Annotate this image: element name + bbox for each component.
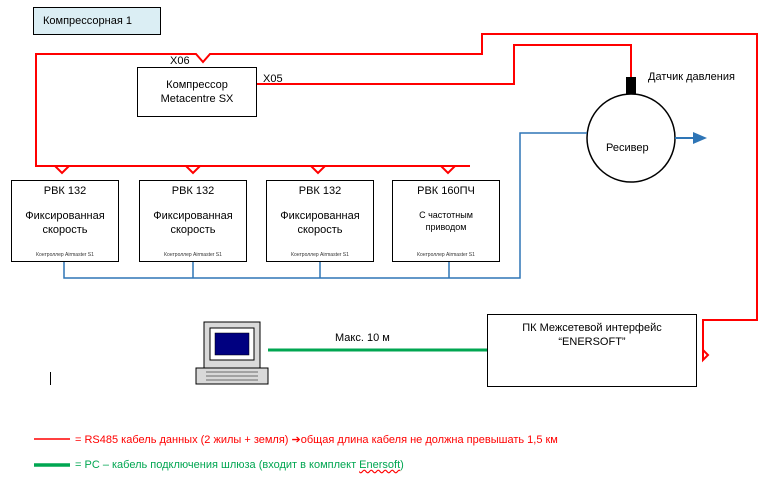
receiver-tank bbox=[586, 93, 676, 183]
compressor-controller-box: Компрессор Metacentre SX bbox=[137, 67, 257, 117]
unit-controller: Контроллер Airmaster S1 bbox=[291, 252, 349, 258]
legend-pc-text-b: Enersoft bbox=[359, 459, 401, 471]
unit-name: РВК 132 bbox=[43, 185, 87, 197]
compressor-line2: Metacentre SX bbox=[160, 93, 234, 105]
unit-controller: Контроллер Airmaster S1 bbox=[417, 252, 475, 258]
legend-rs485: = RS485 кабель данных (2 жилы + земля) ➔… bbox=[75, 433, 558, 446]
pressure-sensor bbox=[626, 77, 636, 95]
legend-rs485-text-a: = RS485 кабель данных (2 жилы + земля) bbox=[75, 434, 292, 446]
legend-rs485-text-b: общая длина кабеля не должна превышать 1… bbox=[300, 434, 558, 446]
pressure-sensor-label: Датчик давления bbox=[648, 71, 735, 83]
unit-name: РВК 132 bbox=[298, 185, 342, 197]
unit-controller: Контроллер Airmaster S1 bbox=[36, 252, 94, 258]
receiver-label: Ресивер bbox=[606, 142, 649, 154]
rs485-drop-3 bbox=[310, 165, 326, 175]
compressor-line1: Компрессор bbox=[166, 79, 228, 91]
port-x06-label: X06 bbox=[170, 55, 190, 67]
unit-name: РВК 160ПЧ bbox=[417, 185, 475, 197]
arrow-right-icon: ➔ bbox=[291, 434, 301, 446]
legend-pc-cable: = PC – кабель подключения шлюза (входит … bbox=[75, 459, 404, 471]
room-title: Компрессорная 1 bbox=[33, 7, 161, 35]
computer-icon bbox=[195, 321, 269, 385]
text-cursor bbox=[50, 372, 51, 385]
gateway-interface-box: ПК Межсетевой интерфейс “ENERSOFT” bbox=[487, 314, 697, 387]
unit-controller: Контроллер Airmaster S1 bbox=[164, 252, 222, 258]
gateway-line1: ПК Межсетевой интерфейс bbox=[522, 322, 662, 334]
rs485-cable-main bbox=[35, 33, 758, 363]
rs485-drop-2 bbox=[185, 165, 201, 175]
legend-pc-text-a: = PC – кабель подключения шлюза (входит … bbox=[75, 459, 360, 471]
rs485-drop-4 bbox=[440, 165, 456, 175]
rs485-sensor-line bbox=[257, 44, 632, 85]
air-pipe-line bbox=[63, 132, 587, 279]
receiver-outlet-arrow bbox=[693, 132, 707, 144]
unit-name: РВК 132 bbox=[171, 185, 215, 197]
legend-pc-text-c: ) bbox=[400, 459, 404, 471]
gateway-line2: “ENERSOFT” bbox=[558, 336, 626, 348]
cable-length-label: Макс. 10 м bbox=[335, 332, 390, 344]
port-x05-label: X05 bbox=[263, 73, 283, 85]
rs485-drop-1 bbox=[54, 165, 70, 175]
